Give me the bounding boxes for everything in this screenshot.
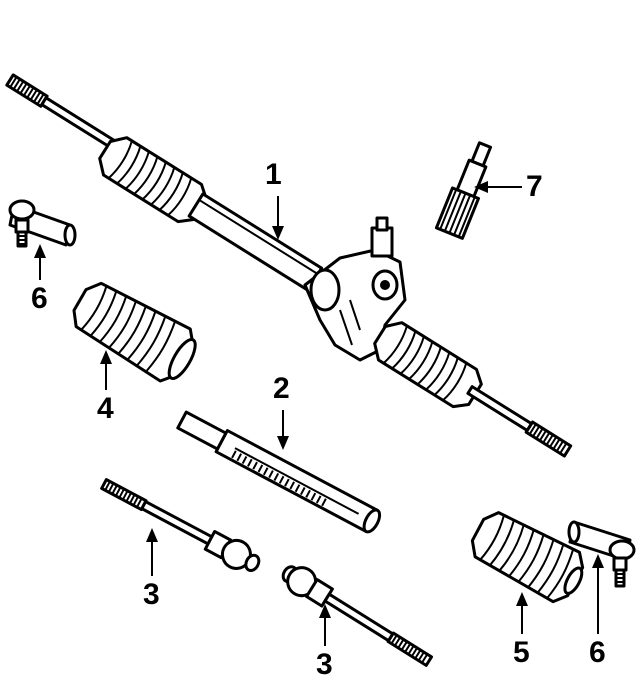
arrowhead-4 <box>100 350 112 364</box>
leader-lines <box>34 181 604 646</box>
callout-3-left: 3 <box>143 578 160 611</box>
rack-boot-right <box>470 511 585 604</box>
callout-6-right: 6 <box>589 636 606 669</box>
callout-5: 5 <box>513 636 530 669</box>
callout-3-right: 3 <box>316 648 333 681</box>
callout-2: 2 <box>273 372 290 405</box>
arrowhead-6-right <box>592 554 604 568</box>
arrowhead-2 <box>277 436 289 450</box>
steering-rack-assembly <box>5 73 573 458</box>
tie-rod-end-right <box>567 520 636 588</box>
arrowhead-7 <box>474 181 488 193</box>
rack-boot-left <box>72 281 197 383</box>
inner-tie-rod-left <box>100 478 261 572</box>
callout-6-left: 6 <box>31 282 48 315</box>
arrowhead-5 <box>516 592 528 606</box>
arrowhead-3-right <box>319 604 331 618</box>
inner-tie-rod-right <box>281 565 434 667</box>
pinion-housing <box>303 216 407 362</box>
callout-1: 1 <box>265 158 282 191</box>
rack-bar <box>176 410 382 534</box>
arrowhead-1 <box>272 226 284 240</box>
tie-rod-end-left <box>8 199 77 248</box>
pinion-shaft <box>434 141 493 240</box>
arrowhead-6-left <box>34 244 46 258</box>
arrowhead-3-left <box>146 528 158 542</box>
callout-7: 7 <box>526 170 543 203</box>
callout-4: 4 <box>97 392 114 425</box>
